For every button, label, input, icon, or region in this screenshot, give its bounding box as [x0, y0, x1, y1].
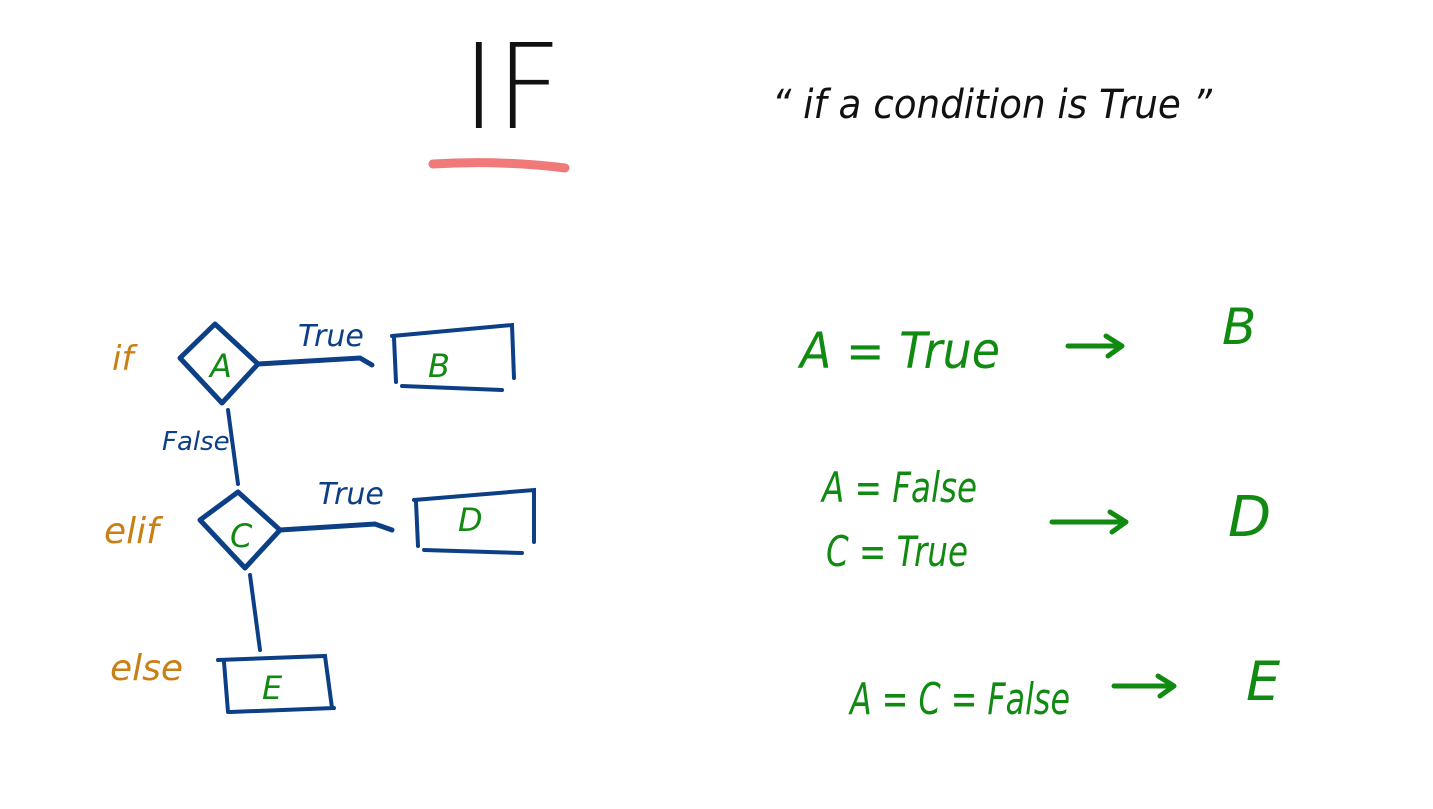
box-b-label: B [428, 347, 450, 385]
edge-a-true [255, 355, 375, 368]
edge-c-else [248, 573, 262, 652]
edge-c-true-label: True [318, 477, 384, 512]
rule-1-result: B [1222, 298, 1256, 356]
title-underline [428, 158, 570, 173]
keyword-elif: elif [104, 511, 164, 552]
rule-1-condition: A = True [797, 322, 1000, 380]
edge-a-false-label: False [162, 427, 230, 457]
rule-2-condition-line-1: A = False [820, 463, 977, 512]
decision-c-label: C [230, 517, 253, 555]
edge-a-true-label: True [298, 319, 364, 354]
box-d-label: D [458, 501, 483, 539]
box-d [412, 487, 536, 555]
page-title: IF [462, 18, 562, 156]
rule-3-condition: A = C = False [848, 674, 1070, 725]
edge-c-true [277, 521, 395, 533]
rule-3-result: E [1246, 650, 1281, 713]
rule-2-arrow [1049, 509, 1129, 535]
box-e-label: E [262, 669, 283, 707]
box-b [390, 322, 516, 392]
keyword-if: if [112, 339, 138, 379]
quote-text: “ if a condition is True ” [772, 82, 1212, 128]
keyword-else: else [110, 648, 183, 689]
edge-a-false [226, 408, 240, 486]
rule-3-arrow [1111, 673, 1177, 699]
rule-2-result: D [1228, 485, 1271, 550]
box-e [216, 653, 336, 714]
decision-a-label: A [208, 347, 232, 385]
rule-2-condition-line-2: C = True [826, 527, 968, 576]
rule-1-arrow [1065, 333, 1125, 359]
